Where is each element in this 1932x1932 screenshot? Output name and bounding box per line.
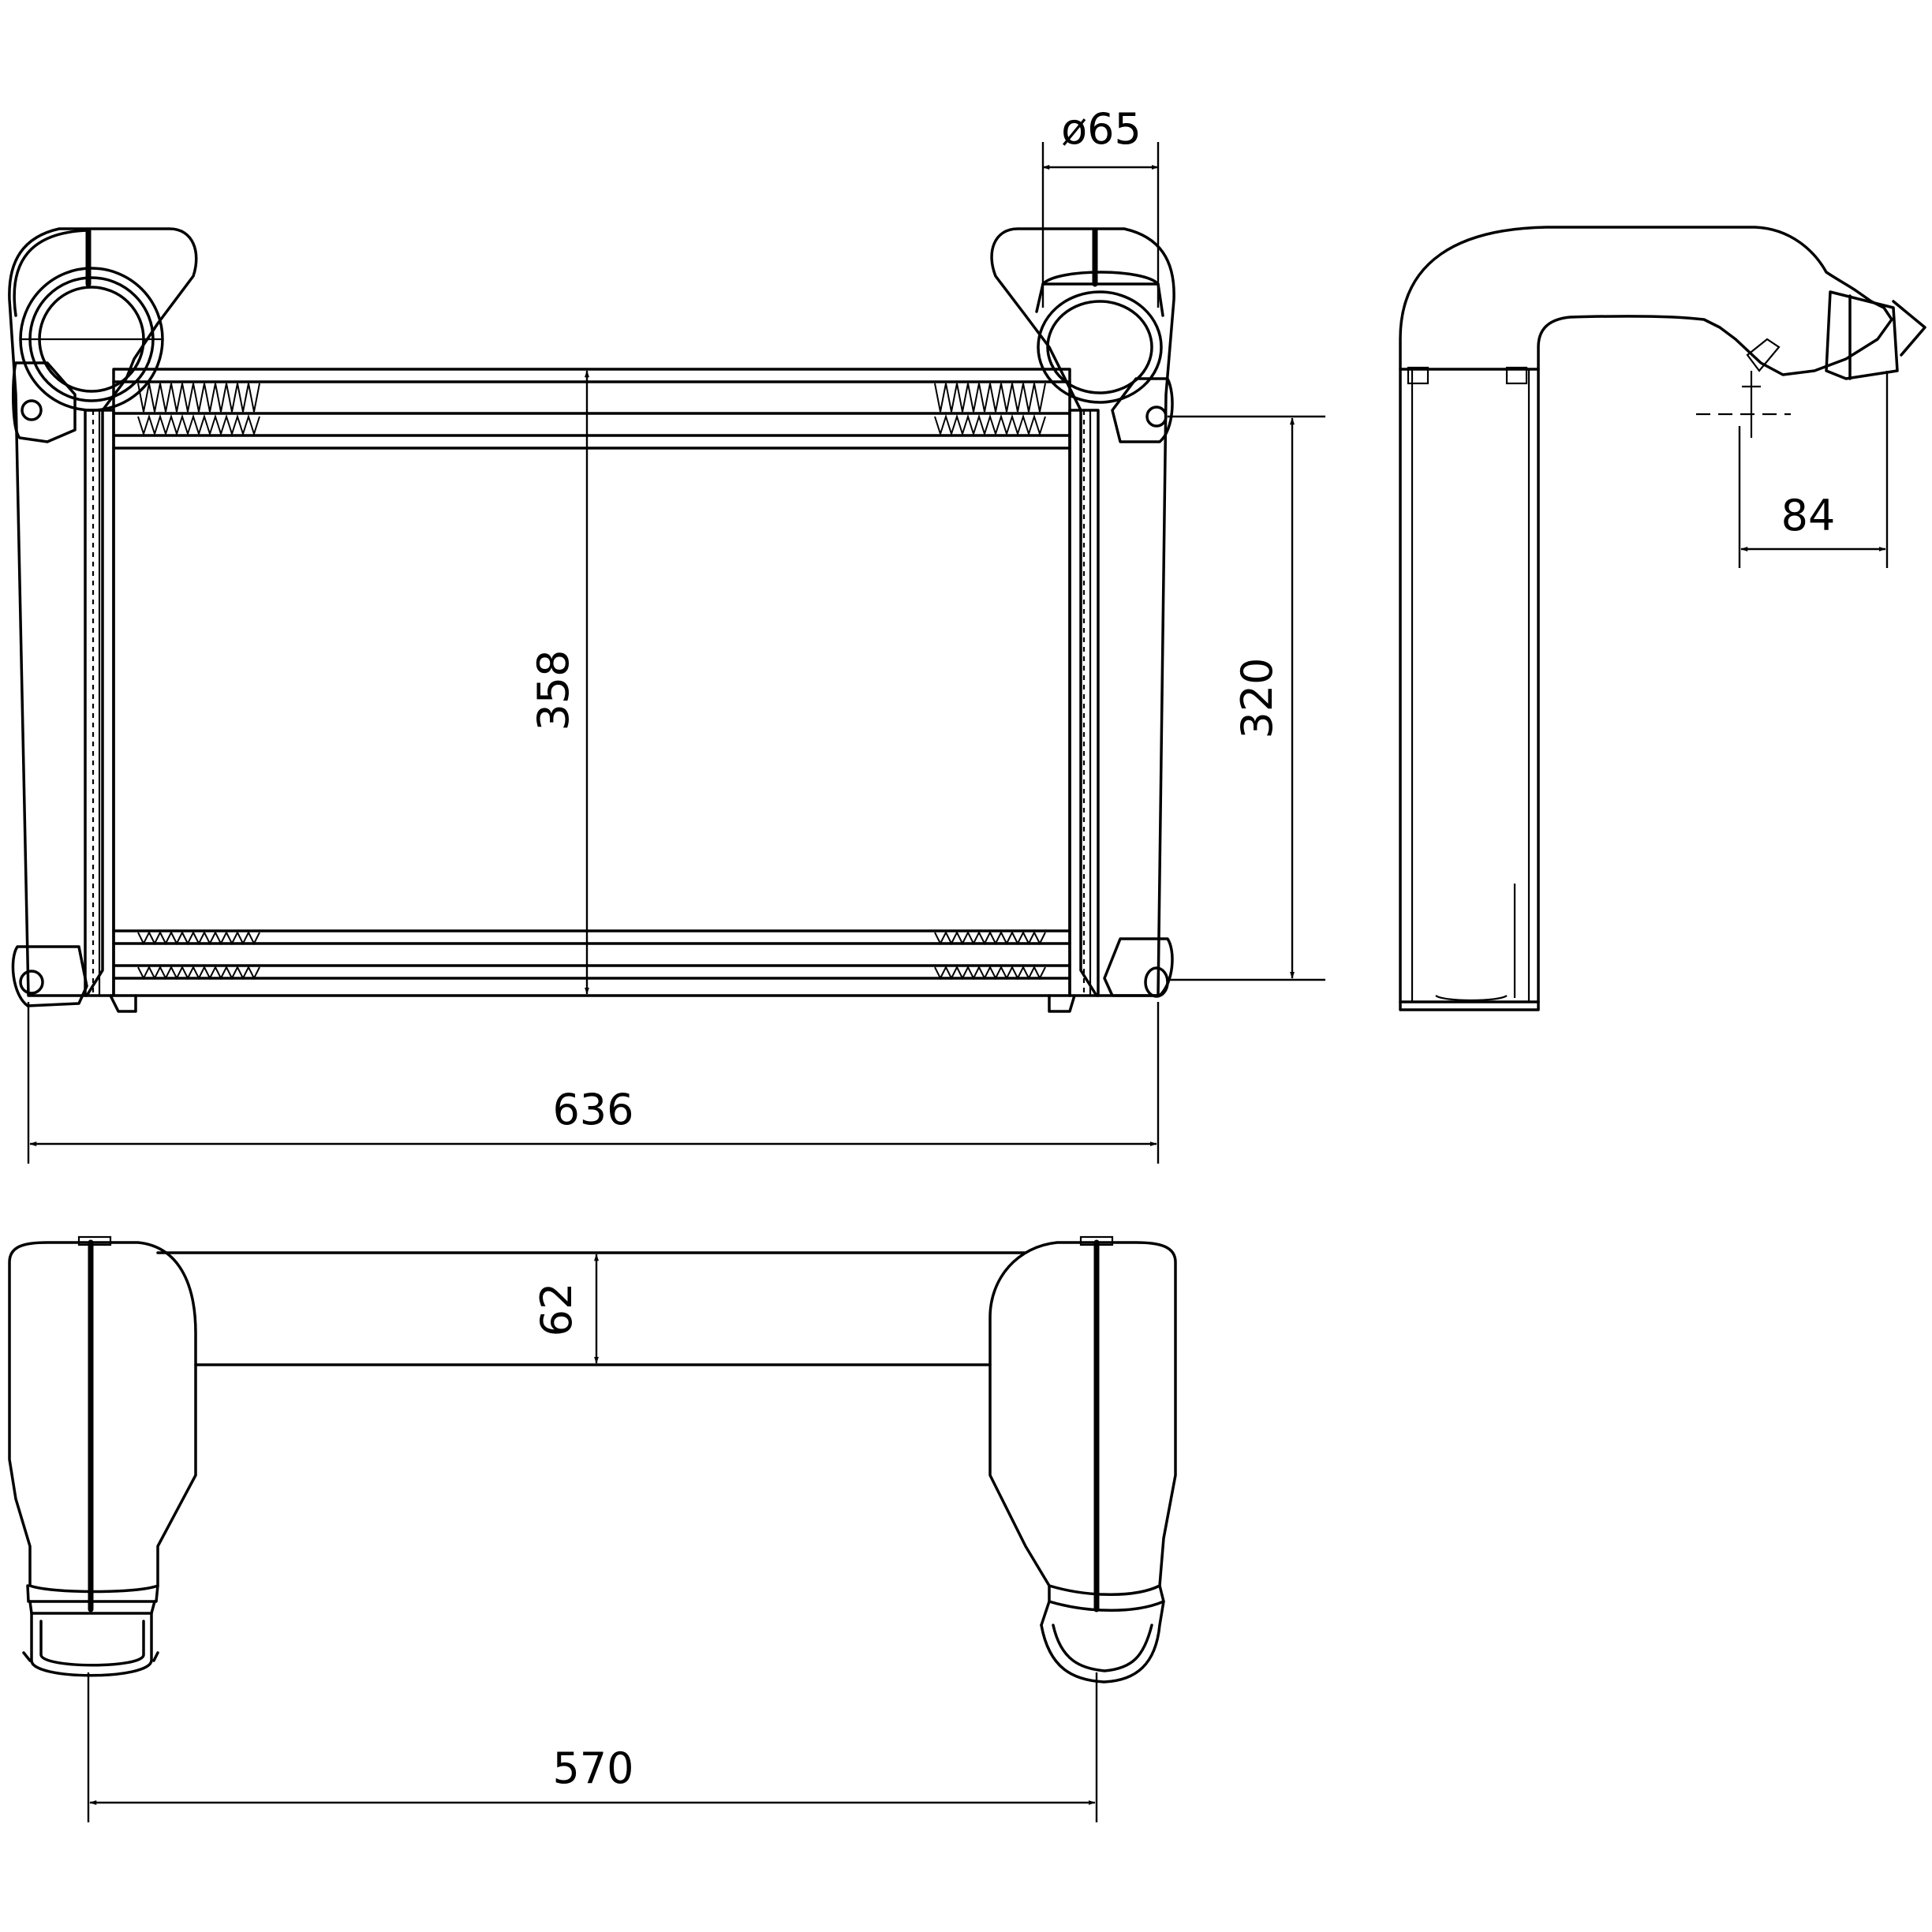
label-outlet-spacing: 570 xyxy=(552,1743,633,1793)
top-right-tank xyxy=(988,1241,1177,1596)
fin-hatching xyxy=(137,383,1046,981)
label-core-depth: 62 xyxy=(532,1283,581,1337)
top-left-tank xyxy=(8,1241,197,1594)
front-view xyxy=(8,227,1175,1013)
right-tank xyxy=(990,227,1175,997)
label-pipe-diameter: ø65 xyxy=(1061,104,1142,154)
mounting-lugs xyxy=(11,361,1174,1013)
label-mount-spacing: 320 xyxy=(1232,657,1282,738)
right-inlet-pipe xyxy=(1035,271,1164,404)
label-core-height: 358 xyxy=(529,649,578,731)
left-inlet-pipe xyxy=(19,267,164,412)
side-profile xyxy=(1399,226,1893,1011)
side-view xyxy=(1399,226,1926,1011)
label-side-offset: 84 xyxy=(1781,491,1836,540)
top-view xyxy=(8,1235,1177,1683)
label-overall-width: 636 xyxy=(552,1085,633,1134)
top-right-outlet xyxy=(1040,1584,1165,1683)
dimension-lines xyxy=(27,142,1889,1822)
core-frame xyxy=(112,368,1071,997)
left-tank xyxy=(8,227,198,997)
top-left-outlet xyxy=(22,1584,159,1677)
